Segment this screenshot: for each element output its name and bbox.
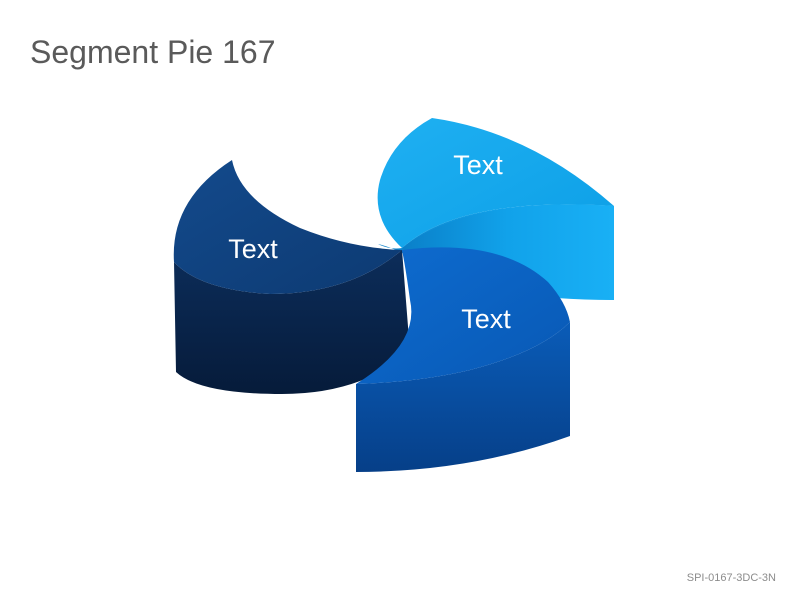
segment-top-right-top [377, 118, 614, 248]
segment-bottom-right-top [356, 247, 570, 384]
page-title: Segment Pie 167 [30, 34, 276, 70]
segment-top-right-label: Text [453, 150, 503, 180]
segment-left-side [174, 250, 410, 394]
segment-left-label: Text [228, 234, 278, 264]
segment-left-top [173, 160, 402, 294]
segment-bottom-right-label: Text [461, 304, 511, 334]
segment-left [173, 160, 410, 394]
footer-code: SPI-0167-3DC-3N [686, 572, 776, 584]
segment-bottom-right [356, 247, 570, 472]
segment-bottom-right-side [356, 322, 570, 472]
